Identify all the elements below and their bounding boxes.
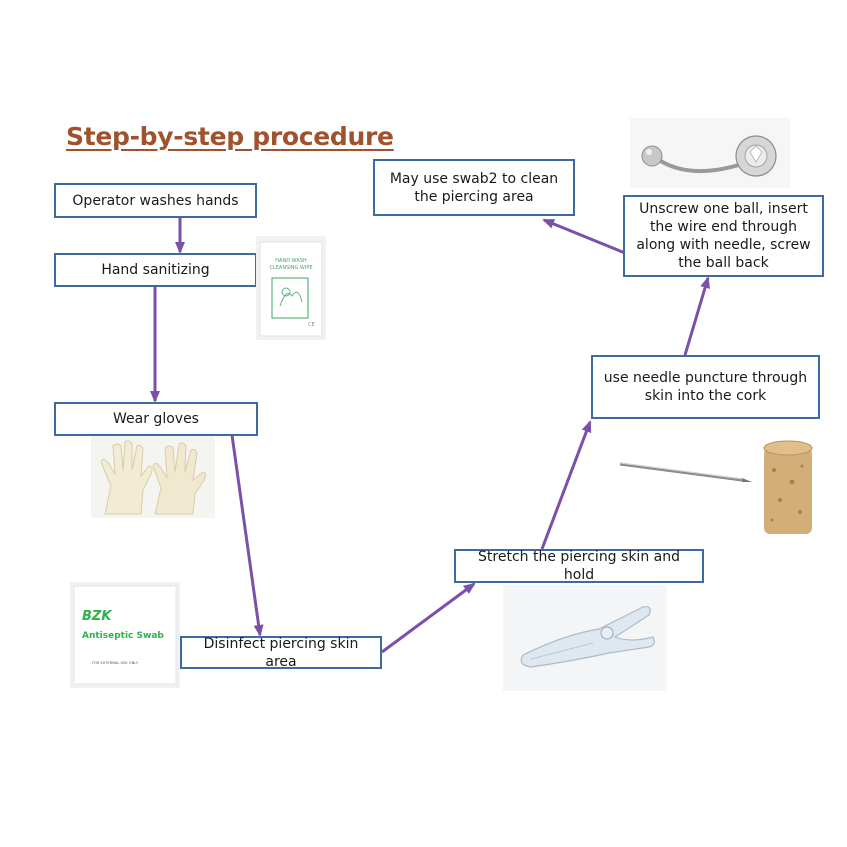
antiseptic-swab-image: BZK Antiseptic Swab FOR EXTERNAL USE ONL… [70, 582, 180, 688]
step-label: Hand sanitizing [101, 262, 210, 278]
arrow-disinfect-to-stretch [381, 582, 476, 654]
step-label: May use swab2 to clean the piercing area [389, 170, 559, 205]
step-label: Disinfect piercing skin area [203, 635, 359, 670]
step-label: Unscrew one ball, insert the wire end th… [636, 201, 811, 271]
piercing-clamp-image [503, 585, 667, 691]
step-wear-gloves: Wear gloves [54, 402, 258, 436]
step-label: Wear gloves [113, 411, 199, 427]
diagram-title: Step-by-step procedure [66, 122, 394, 151]
step-disinfect-piercing-skin: Disinfect piercing skin area [180, 635, 382, 670]
arrow-insert-to-swab [542, 218, 626, 255]
wipes-text-line2: CLEANSING WIPE [269, 265, 312, 271]
step-stretch-piercing-skin: Stretch the piercing skin and hold [454, 549, 704, 583]
cleansing-wipes-image: HAND WASH CLEANSING WIPE CE [256, 236, 326, 340]
arrow-stretch-to-needle [540, 420, 592, 550]
step-hand-sanitizing: Hand sanitizing [54, 253, 257, 287]
step-swab-clean: May use swab2 to clean the piercing area [373, 159, 575, 216]
swab-note-text: FOR EXTERNAL USE ONLY [92, 661, 139, 665]
arrow-gloves-to-disinfect [230, 434, 264, 637]
needle-image [608, 428, 756, 504]
swab-brand-text: BZK [82, 609, 112, 624]
gloves-image [91, 436, 215, 518]
step-insert-jewelry: Unscrew one ball, insert the wire end th… [623, 195, 824, 277]
arrow-needle-to-insert [683, 276, 710, 356]
cork-image [752, 430, 824, 540]
step-label: Stretch the piercing skin and hold [478, 549, 680, 583]
barbell-jewelry-image [630, 118, 790, 188]
wipes-ce-mark: CE [308, 322, 315, 328]
step-needle-puncture: use needle puncture through skin into th… [591, 355, 820, 419]
step-label: use needle puncture through skin into th… [603, 370, 808, 404]
step-operator-washes-hands: Operator washes hands [54, 183, 257, 218]
wipes-text-line1: HAND WASH [275, 258, 307, 264]
step-label: Operator washes hands [72, 192, 239, 209]
swab-name-text: Antiseptic Swab [82, 631, 164, 641]
